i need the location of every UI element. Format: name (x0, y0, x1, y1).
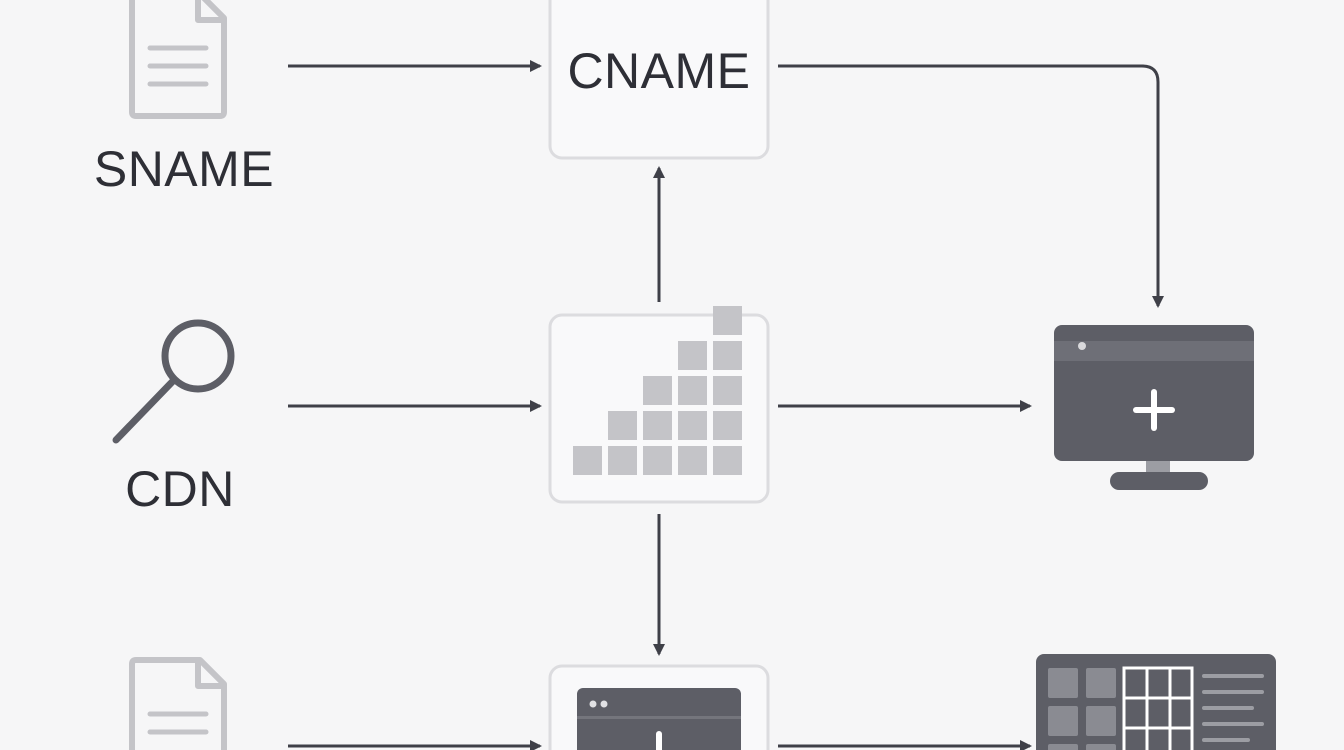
block-cell (713, 306, 742, 335)
block-cell (678, 376, 707, 405)
window-plus-icon (577, 688, 741, 750)
edge-cname-to-monitor (778, 64, 1164, 308)
block-grid-icon (573, 306, 742, 475)
cname-box (548, 0, 770, 160)
node-sname: SNAME (94, 0, 274, 197)
magnifier-icon (112, 319, 235, 444)
node-cname: CNAME (548, 0, 770, 160)
block-cell (678, 411, 707, 440)
node-bottom-window (548, 664, 770, 750)
node-cdn: CDN (112, 319, 235, 517)
sname-label: SNAME (94, 141, 274, 197)
block-cell (573, 446, 602, 475)
block-cell (608, 446, 637, 475)
monitor-plus-icon (1054, 325, 1254, 490)
block-cell (643, 446, 672, 475)
node-monitor (1054, 325, 1254, 490)
node-bottom-doc (129, 657, 227, 750)
block-cell (713, 411, 742, 440)
node-blocks (548, 306, 770, 504)
document-icon (129, 0, 227, 119)
block-cell (713, 376, 742, 405)
dashboard-icon (1036, 654, 1276, 750)
block-cell (643, 376, 672, 405)
block-cell (713, 446, 742, 475)
block-cell (608, 411, 637, 440)
block-cell (678, 446, 707, 475)
block-cell (678, 341, 707, 370)
block-cell (643, 411, 672, 440)
edges (288, 60, 1164, 750)
node-dashboard (1036, 654, 1276, 750)
document-icon (129, 657, 227, 750)
cname-label: CNAME (567, 43, 750, 99)
block-cell (713, 341, 742, 370)
cdn-label: CDN (125, 461, 235, 517)
